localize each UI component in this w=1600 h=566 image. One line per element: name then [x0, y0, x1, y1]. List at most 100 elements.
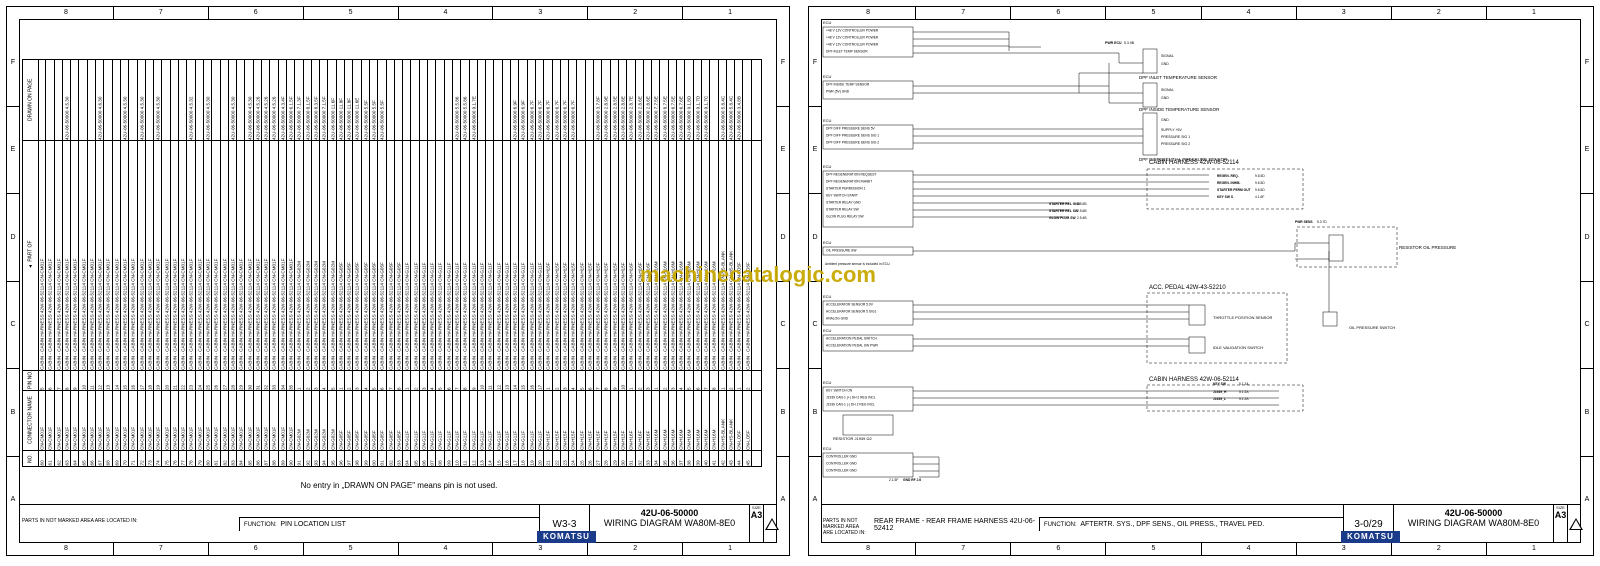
cell-pin: 17: [139, 384, 145, 390]
revision-field: [1567, 505, 1583, 543]
ref-label: KEY SW S: [1217, 195, 1234, 199]
cell-conn: CN-CM01F: [280, 426, 286, 450]
cell-conn: CN-G11F: [504, 430, 510, 450]
cell-pin: 1: [720, 387, 726, 390]
cell-page: 42U-06-50000 4.5.30: [139, 96, 145, 140]
zone-row-e: E: [1581, 105, 1593, 194]
cell-pin: 27: [222, 384, 228, 390]
cell-pin: 13: [106, 384, 112, 390]
ecu-pin-label: DPF INLET TEMP SENSOR: [826, 50, 868, 54]
cell-part: CABIN - CABIN HARNESS 42W-06-52114 CN-G0…: [379, 262, 385, 370]
cell-no: 189: [280, 460, 286, 467]
cell-pin: 4: [363, 387, 369, 390]
cell-no: 206: [421, 460, 427, 467]
cell-page: [503, 60, 511, 140]
cell-no: 198: [355, 460, 361, 467]
cell-pin: 5: [687, 387, 693, 390]
cell-no: 194: [321, 460, 327, 467]
ecu-label: ECU: [823, 74, 832, 79]
revision-triangle-icon: [764, 518, 779, 530]
zone-col-5: 5: [1105, 7, 1200, 19]
sheet-frame: [821, 19, 1581, 543]
cell-pin: 20: [164, 384, 170, 390]
ecu-label: ECU: [823, 164, 832, 169]
cell-page: 42U-06-50000 6.7F: [570, 100, 576, 140]
cell-pin: 15: [521, 384, 527, 390]
cell-part: CABIN - CABIN HARNESS 42W-06-52114 CN-G1…: [529, 262, 535, 370]
cell-pin: 8: [711, 387, 717, 390]
cell-part: CABIN - CABIN HARNESS 42W-06-52114 CN-CM…: [155, 258, 161, 370]
cell-no: 212: [471, 460, 477, 467]
zone-col-2: 2: [1390, 543, 1486, 555]
cell-part: CABIN - CABIN HARNESS 42W-06-52114 CN-CM…: [222, 258, 228, 370]
cell-page: 42U-06-50000 8.3.5F: [313, 96, 319, 140]
cell-pin: 33: [272, 384, 278, 390]
cell-part: CABIN - CABIN HARNESS 42W-06-52114 CN-CM…: [47, 258, 53, 370]
ecu-pin-label: KEY SWITCH START: [826, 194, 858, 198]
cell-pin: 2: [637, 387, 643, 390]
cell-conn: CN-CM01F: [213, 426, 219, 450]
ecu-pin-label: DPF INSIDE TEMP SENSOR: [826, 83, 870, 87]
cell-pin: 3: [421, 387, 427, 390]
cell-pin: 1: [628, 387, 634, 390]
cell-page: [387, 60, 395, 140]
cell-no: 163: [64, 460, 70, 467]
cell-page: [221, 60, 229, 140]
cell-conn: CN-CM01F: [222, 426, 228, 450]
cell-pin: 4: [570, 387, 576, 390]
ref-page: 2.5.4B: [1077, 216, 1087, 220]
cell-pin: 1: [653, 387, 659, 390]
cell-pin: 31: [255, 384, 261, 390]
cell-conn: CN-H16M: [687, 429, 693, 450]
cell-pin: 3: [313, 387, 319, 390]
ref-page: 4.1.6F: [1255, 195, 1264, 199]
cell-conn: CN-H15F: [604, 430, 610, 450]
document-number: 42U-06-50000: [640, 508, 699, 518]
cell-no: 164: [72, 460, 78, 467]
table-rule: [23, 390, 761, 391]
ecu-label: ECU: [823, 20, 832, 25]
cell-conn: CN-CM01F: [230, 426, 236, 450]
cell-page: 42U-06-50000 5.8.4C: [728, 95, 734, 140]
cell-conn: CN-LO5F: [745, 430, 751, 450]
cell-no: 203: [396, 460, 402, 467]
cell-page: [486, 60, 494, 140]
zone-col-4: 4: [1200, 543, 1296, 555]
cell-pin: 2: [554, 387, 560, 390]
cell-pin: 18: [147, 384, 153, 390]
cell-part: CABIN - CABIN HARNESS 42W-06-52114 CN-H1…: [637, 262, 643, 370]
cell-part: CABIN - CABIN HARNESS 42W-06-52114 CN-CM…: [147, 258, 153, 370]
harness-cabin-2: CABIN HARNESS 42W-06-52114: [1149, 377, 1239, 383]
component-throttle: THROTTLE POSITION SENSOR: [1213, 315, 1272, 320]
cell-part: CABIN - CABIN HARNESS 42W-06-52114 CN-H1…: [662, 261, 668, 370]
cell-part: CABIN - CABIN HARNESS 42W-06-52114 CN-G0…: [321, 261, 327, 370]
cell-page: 42U-06-50000 2.8.5E: [612, 96, 618, 140]
cell-pin: 5: [438, 387, 444, 390]
cell-no: 186: [255, 460, 261, 467]
cell-pin: 26: [213, 384, 219, 390]
cell-no: 184: [238, 460, 244, 467]
cell-pin: 19: [155, 384, 161, 390]
